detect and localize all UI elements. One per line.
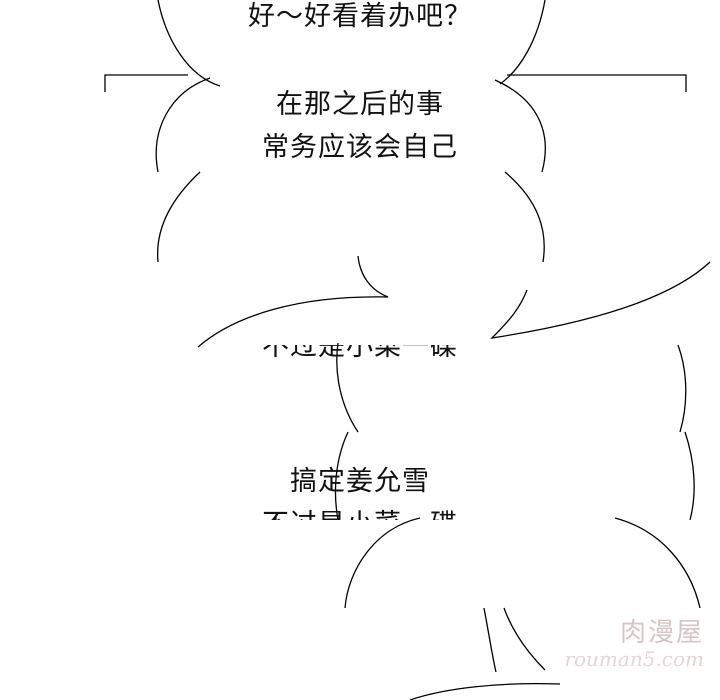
bubble-1-text: 好～好看着办吧？ [248,1,472,32]
speech-bubble-tail-bottom [483,607,546,673]
speech-bubble-7 [409,682,561,700]
speech-bubble-6 [344,517,701,609]
bubble-2-text-line-2: 常务应该会自己 [262,132,458,163]
bubble-2-text-line-1: 在那之后的事 [276,89,444,120]
watermark-title: 肉漫屋 [619,618,704,648]
panel-border [104,74,687,92]
speech-bubble-3 [156,171,545,263]
speech-bubble-5 [334,431,695,521]
speech-bubble-2 [155,77,546,173]
speech-bubble-1 [157,0,546,87]
speech-bubble-tail-left [197,255,389,348]
watermark: 肉漫屋 rouman5.com [564,618,704,670]
bubble-3-text-partial: 不过是小菜一碟 [262,345,458,362]
bubble-4-text-line-1: 搞定姜允雪 [290,466,430,497]
bubble-3-text-clip: 不过是小菜一碟 [0,345,720,363]
bubble-4-text-clip: 不过是小菜一碟 [0,508,720,520]
watermark-url: rouman5.com [564,647,704,671]
bubble-4-text-line-2-partial: 不过是小菜一碟 [0,508,720,520]
speech-bubble-4 [336,342,687,433]
speech-bubble-tail-right [490,261,711,339]
